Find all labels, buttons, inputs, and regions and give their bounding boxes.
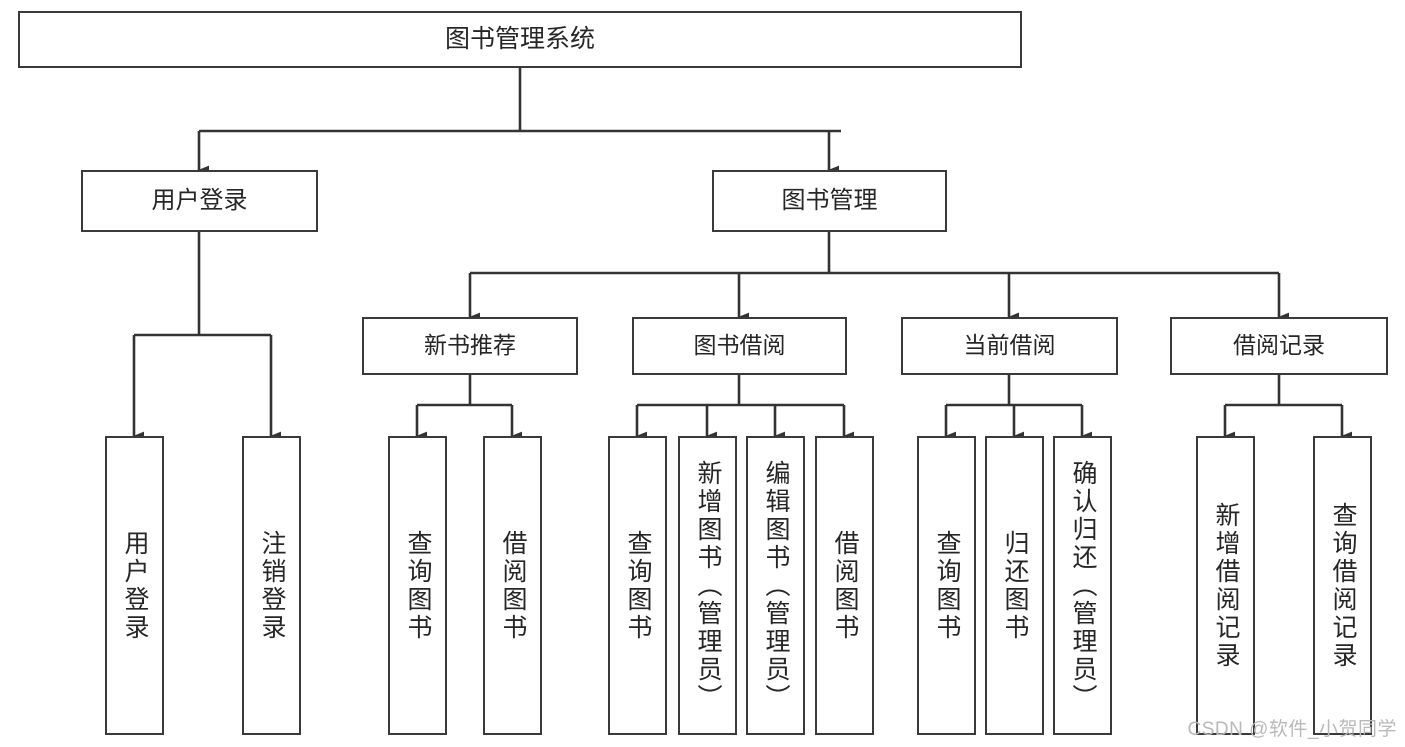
node-label: 查询图书 [933,529,961,642]
leaf-query-borrow-record[interactable]: 查询借阅记录 [1313,436,1372,735]
leaf-return-book[interactable]: 归还图书 [985,436,1044,735]
leaf-query-book-newbook[interactable]: 查询图书 [388,436,447,735]
node-current-borrow[interactable]: 当前借阅 [901,317,1118,375]
node-label: 借阅图书 [831,529,859,642]
node-label: 查询图书 [624,529,652,642]
node-label: 当前借阅 [963,332,1056,359]
node-label: 用户登录 [121,529,149,642]
node-label: 图书借阅 [693,332,786,359]
leaf-add-book-admin[interactable]: 新增图书（管理员） [678,436,737,735]
leaf-add-borrow-record[interactable]: 新增借阅记录 [1196,436,1255,735]
node-label: 新增图书（管理员） [694,459,722,712]
node-book-borrow[interactable]: 图书借阅 [632,317,847,375]
node-book-management[interactable]: 图书管理 [712,170,947,232]
node-label: 图书管理系统 [444,24,595,53]
node-label: 确认归还（管理员） [1069,459,1097,712]
leaf-logout[interactable]: 注销登录 [242,436,301,735]
node-label: 借阅记录 [1233,332,1325,359]
node-label: 用户登录 [151,186,248,214]
leaf-confirm-return-admin[interactable]: 确认归还（管理员） [1053,436,1112,735]
watermark-text: CSDN @软件_小贺同学 [1187,719,1397,740]
node-label: 新增借阅记录 [1212,501,1240,670]
leaf-user-login[interactable]: 用户登录 [105,436,164,735]
leaf-borrow-book[interactable]: 借阅图书 [815,436,874,735]
node-label: 归还图书 [1001,529,1029,642]
node-label: 注销登录 [258,529,286,642]
node-label: 借阅图书 [499,529,527,642]
leaf-query-book-current[interactable]: 查询图书 [917,436,976,735]
leaf-edit-book-admin[interactable]: 编辑图书（管理员） [746,436,805,735]
node-label: 查询借阅记录 [1329,501,1357,670]
node-new-book-recommend[interactable]: 新书推荐 [362,317,578,375]
node-label: 图书管理 [781,186,878,214]
node-label: 编辑图书（管理员） [762,459,790,712]
leaf-query-book-borrow[interactable]: 查询图书 [608,436,667,735]
node-label: 查询图书 [404,529,432,642]
node-label: 新书推荐 [424,332,516,359]
node-borrow-records[interactable]: 借阅记录 [1170,317,1388,375]
node-root-system[interactable]: 图书管理系统 [18,11,1022,68]
leaf-borrow-book-newbook[interactable]: 借阅图书 [483,436,542,735]
node-user-login[interactable]: 用户登录 [81,170,318,232]
